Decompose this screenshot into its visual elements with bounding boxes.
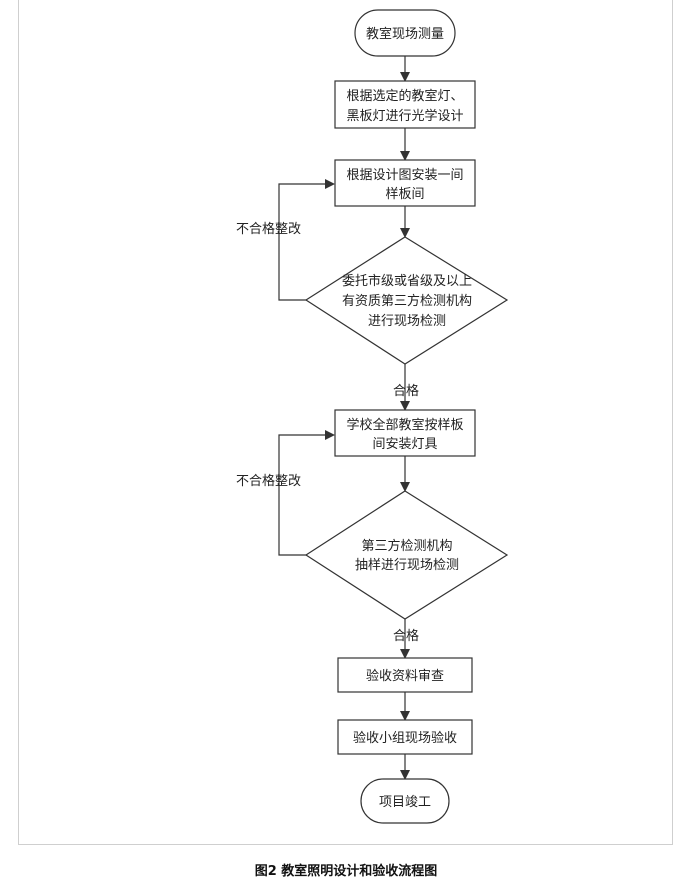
accept-process-box [337,719,473,755]
sample-room-process-box [334,159,476,207]
check2-label-line2: 抽样进行现场检测 [355,558,459,573]
flowchart-diagram: 教室现场测量 根据选定的教室灯、 黑板灯进行光学设计 根据设计图安装一间 样板间… [236,9,509,824]
decision-check1 [304,236,509,365]
fail-label-1: 不合格整改 [236,221,301,237]
install-label-line2: 间安装灯具 [372,437,437,452]
figure-caption: 图2 教室照明设计和验收流程图 [254,864,438,879]
start-label: 教室现场测量 [366,26,444,42]
design-label-line1: 根据选定的教室灯、 [346,88,463,104]
fail-label-2: 不合格整改 [236,473,301,489]
install-process-box [334,409,476,457]
end-terminator [360,778,450,824]
start-terminator [354,9,456,57]
sample-label-line2: 样板间 [385,187,424,202]
design-label-line2: 黑板灯进行光学设计 [346,108,463,124]
install-label-line1: 学校全部教室按样板 [346,417,463,433]
accept-label: 验收小组现场验收 [353,730,457,746]
check1-label-line2: 有资质第三方检测机构 [342,293,472,309]
end-label: 项目竣工 [379,795,431,810]
sample-label-line1: 根据设计图安装一间 [346,168,463,183]
pass-label-2: 合格 [393,628,419,644]
review-label: 验收资料审查 [366,668,444,684]
loop-fail2 [278,430,335,556]
pass-label-1: 合格 [393,383,419,399]
decision-check2 [304,490,509,620]
page-frame [18,0,673,845]
check2-label-line1: 第三方检测机构 [361,538,452,554]
check1-label-line1: 委托市级或省级及以上 [342,273,472,289]
loop-fail1 [278,179,335,301]
check1-label-line3: 进行现场检测 [368,314,446,329]
design-process-box [334,80,476,129]
review-process-box [337,657,473,693]
